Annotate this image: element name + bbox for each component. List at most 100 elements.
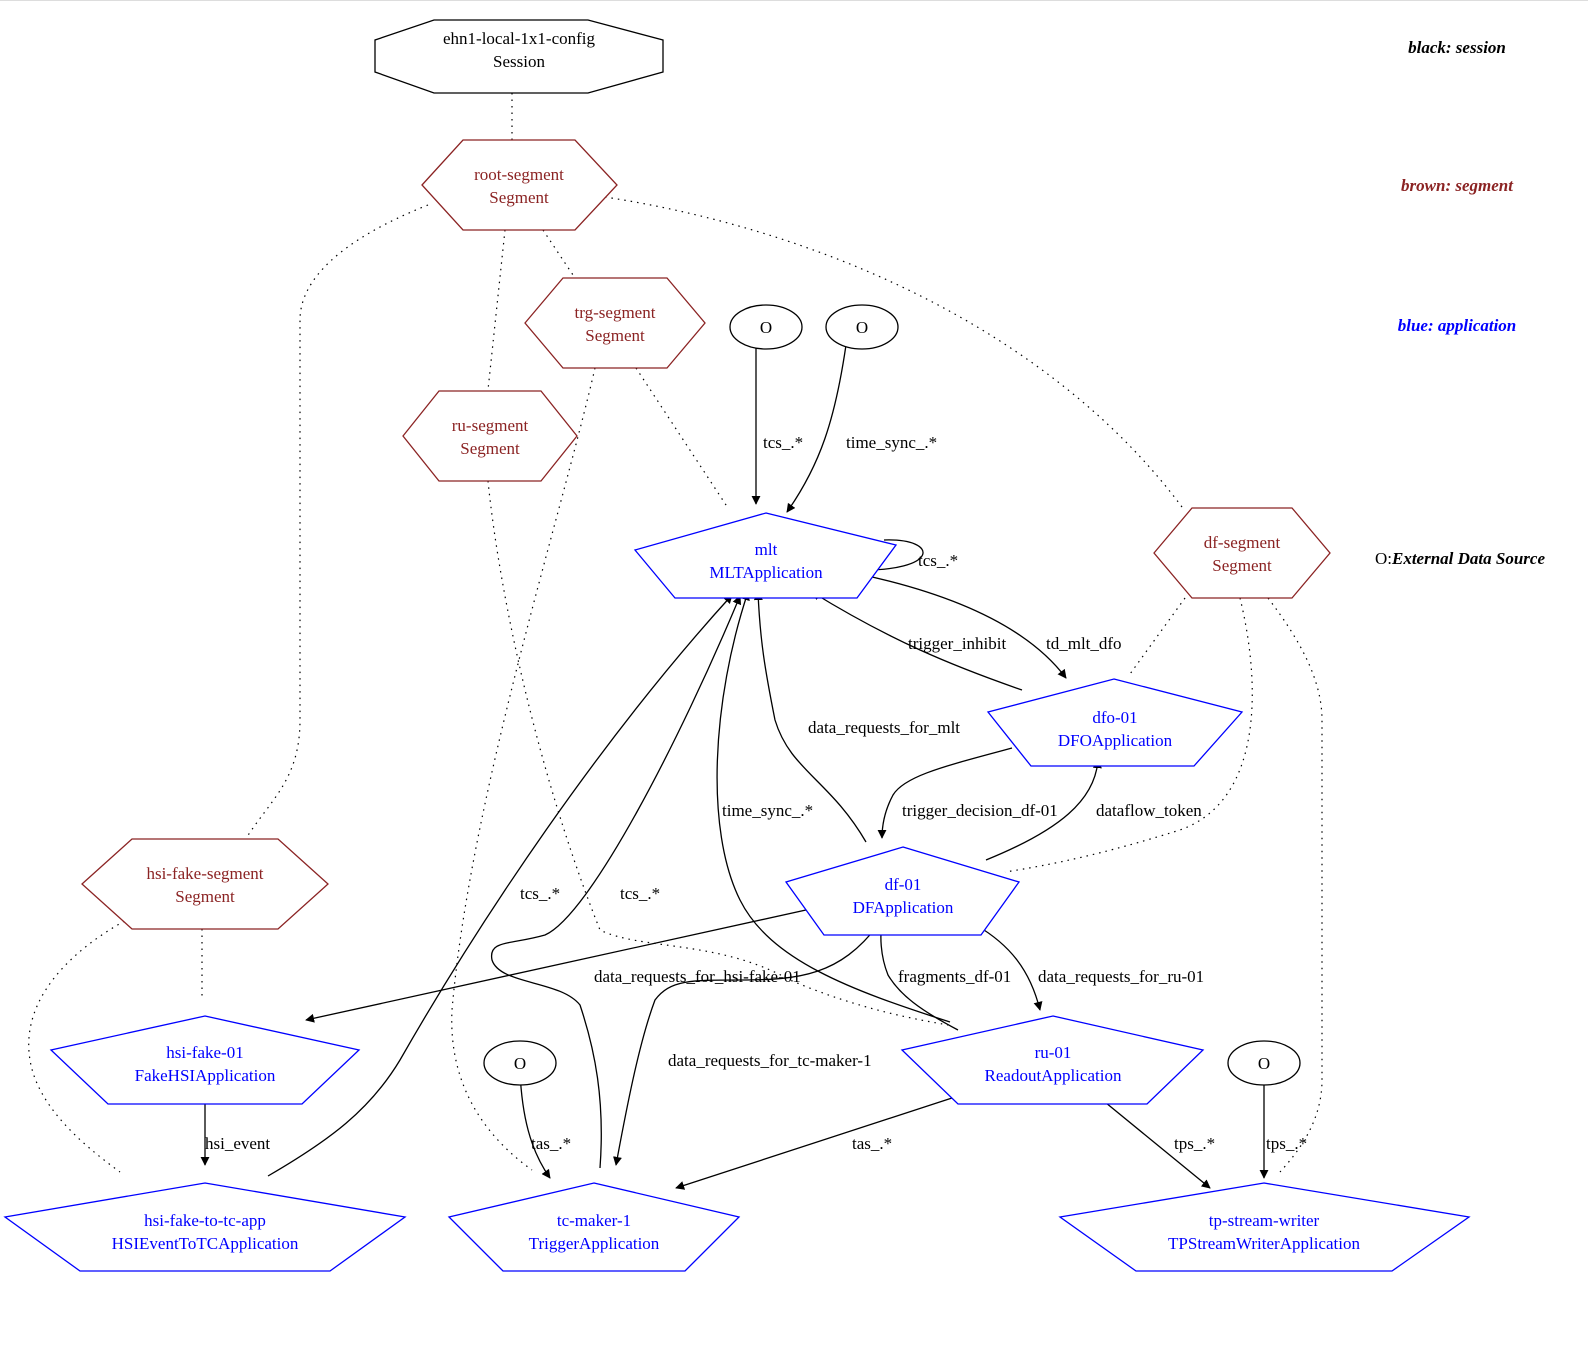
node-trg-segment[interactable]: trg-segment Segment	[524, 277, 706, 369]
root-segment-name: root-segment	[474, 165, 564, 184]
edge-hsi-to-tc-mlt	[267, 594, 733, 1177]
external-source-4-label: O	[1258, 1054, 1270, 1073]
df-name: df-01	[885, 875, 922, 894]
edge-label-ru-df: fragments_df-01	[898, 967, 1011, 986]
tp-writer-name: tp-stream-writer	[1209, 1211, 1320, 1230]
external-source-3-label: O	[514, 1054, 526, 1073]
dfo-type: DFOApplication	[1058, 731, 1173, 750]
dfo-name: dfo-01	[1092, 708, 1137, 727]
legend-application: blue: application	[1398, 316, 1517, 335]
edge-label-tc-maker-mlt: tcs_.*	[620, 884, 660, 903]
node-df[interactable]: df-01 DFApplication	[784, 846, 1021, 936]
external-source-2-label: O	[856, 318, 868, 337]
edge-ru-tc-maker	[675, 1097, 953, 1190]
edge-label-ext1-mlt: tcs_.*	[763, 433, 803, 452]
root-segment-type: Segment	[489, 188, 549, 207]
ru-type: ReadoutApplication	[985, 1066, 1122, 1085]
node-df-segment[interactable]: df-segment Segment	[1153, 507, 1331, 599]
root-df-segment-link	[604, 196, 1183, 508]
node-hsi-fake[interactable]: hsi-fake-01 FakeHSIApplication	[49, 1015, 361, 1105]
edge-label-mlt-self: tcs_.*	[918, 551, 958, 570]
legend: black: session brown: segment blue: appl…	[1375, 38, 1545, 568]
edge-label-ext2-mlt: time_sync_.*	[846, 433, 937, 452]
edge-dfo-mlt	[811, 591, 1023, 691]
edge-label-ru-tc-maker: tas_.*	[852, 1134, 892, 1153]
df-segment-dfo-link	[1129, 597, 1186, 675]
df-segment-name: df-segment	[1204, 533, 1281, 552]
hsi-to-tc-type: HSIEventToTCApplication	[112, 1234, 299, 1253]
legend-segment: brown: segment	[1401, 176, 1514, 195]
node-dfo[interactable]: dfo-01 DFOApplication	[986, 678, 1244, 767]
session-type: Session	[493, 52, 545, 71]
legend-external-source: O:External Data Source	[1375, 549, 1545, 568]
edge-ext3-tc-maker	[519, 1071, 551, 1179]
legend-session: black: session	[1408, 38, 1506, 57]
legend-external-text: External Data Source	[1391, 549, 1545, 568]
hsi-fake-segment-name: hsi-fake-segment	[146, 864, 263, 883]
root-trg-segment-link	[542, 229, 576, 279]
df-segment-type: Segment	[1212, 556, 1272, 575]
ru-segment-type: Segment	[460, 439, 520, 458]
ru-segment-ru-link	[487, 480, 949, 1026]
trg-segment-mlt-link	[635, 367, 729, 509]
node-external-source-1[interactable]: O	[729, 304, 803, 350]
hsi-fake-segment-type: Segment	[175, 887, 235, 906]
legend-external-prefix: O:	[1375, 549, 1392, 568]
edge-label-df-mlt: data_requests_for_mlt	[808, 718, 960, 737]
edge-label-dfo-mlt: trigger_inhibit	[908, 634, 1006, 653]
edge-tc-maker-mlt	[490, 595, 742, 1169]
ru-name: ru-01	[1035, 1043, 1072, 1062]
ru-segment-name: ru-segment	[452, 416, 529, 435]
edge-df-tc-maker	[613, 924, 879, 1166]
edge-df-ru	[975, 924, 1043, 1011]
trg-segment-name: trg-segment	[575, 303, 656, 322]
node-tp-writer[interactable]: tp-stream-writer TPStreamWriterApplicati…	[1058, 1182, 1471, 1272]
mlt-name: mlt	[755, 540, 778, 559]
edge-label-dfo-df: trigger_decision_df-01	[902, 801, 1058, 820]
edge-df-mlt	[753, 591, 867, 843]
edge-ext2-mlt	[786, 344, 847, 513]
df-type: DFApplication	[853, 898, 954, 917]
node-external-source-2[interactable]: O	[825, 304, 899, 350]
node-root-segment[interactable]: root-segment Segment	[421, 139, 618, 231]
containment-edges	[28, 93, 1323, 1173]
node-session[interactable]: ehn1-local-1x1-config Session	[374, 19, 664, 94]
node-hsi-to-tc[interactable]: hsi-fake-to-tc-app HSIEventToTCApplicati…	[3, 1182, 407, 1272]
data-edges	[200, 344, 1269, 1190]
node-ru[interactable]: ru-01 ReadoutApplication	[900, 1015, 1205, 1105]
node-external-source-3[interactable]: O	[483, 1040, 557, 1086]
node-external-source-4[interactable]: O	[1227, 1040, 1301, 1086]
edge-label-hsi-fake-hsi-to-tc: hsi_event	[205, 1134, 270, 1153]
root-hsi-fake-segment-link	[244, 204, 429, 841]
edge-dfo-df	[877, 747, 1013, 839]
node-mlt[interactable]: mlt MLTApplication	[633, 512, 898, 599]
hsi-fake-type: FakeHSIApplication	[135, 1066, 276, 1085]
edge-label-mlt-dfo: td_mlt_dfo	[1046, 634, 1122, 653]
tp-writer-type: TPStreamWriterApplication	[1168, 1234, 1360, 1253]
node-tc-maker[interactable]: tc-maker-1 TriggerApplication	[447, 1182, 741, 1272]
edge-label-hsi-to-tc-mlt: tcs_.*	[520, 884, 560, 903]
hsi-fake-name: hsi-fake-01	[166, 1043, 243, 1062]
edge-labels: tcs_.* time_sync_.* tcs_.* trigger_inhib…	[205, 433, 1307, 1153]
df-segment-tp-writer-link	[1267, 597, 1323, 1173]
edge-ru-mlt	[716, 591, 951, 1023]
edge-label-ext4-tp-writer: tps_.*	[1266, 1134, 1307, 1153]
edge-label-df-dfo: dataflow_token	[1096, 801, 1202, 820]
hsi-to-tc-name: hsi-fake-to-tc-app	[144, 1211, 266, 1230]
edge-df-dfo	[985, 759, 1102, 861]
edge-label-ru-tp-writer: tps_.*	[1174, 1134, 1215, 1153]
node-hsi-fake-segment[interactable]: hsi-fake-segment Segment	[81, 838, 329, 930]
external-source-1-label: O	[760, 318, 772, 337]
tc-maker-name: tc-maker-1	[557, 1211, 631, 1230]
trg-segment-type: Segment	[585, 326, 645, 345]
tc-maker-type: TriggerApplication	[529, 1234, 660, 1253]
edge-label-ext3-tc-maker: tas_.*	[531, 1134, 571, 1153]
edge-mlt-self	[855, 539, 924, 575]
edge-label-df-tc-maker: data_requests_for_tc-maker-1	[668, 1051, 872, 1070]
edge-label-ru-mlt: time_sync_.*	[722, 801, 813, 820]
node-ru-segment[interactable]: ru-segment Segment	[402, 390, 578, 482]
edge-df-hsi-fake	[305, 907, 816, 1023]
edge-label-df-hsi-fake: data_requests_for_hsi-fake-01	[594, 967, 801, 986]
edge-mlt-dfo	[853, 572, 1067, 679]
